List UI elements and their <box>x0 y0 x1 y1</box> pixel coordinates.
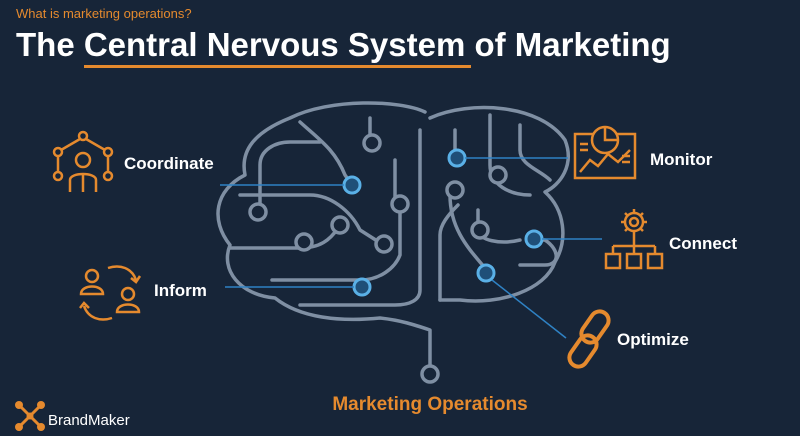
circuit-node <box>390 194 410 214</box>
highlight-node-connect <box>524 229 544 249</box>
highlight-node-coordinate <box>342 175 362 195</box>
circuit-node <box>362 133 382 153</box>
title-highlight: Central Nervous System <box>83 26 466 63</box>
function-label-connect: Connect <box>669 234 737 253</box>
gear-hierarchy-icon <box>604 209 664 270</box>
circuit-node <box>248 202 268 222</box>
circuit-node <box>374 234 394 254</box>
connector-optimize <box>491 279 567 339</box>
circuit-node <box>294 232 314 252</box>
chain-link-icon <box>567 309 611 369</box>
circuit-node <box>420 364 440 384</box>
people-exchange-icon <box>79 265 142 321</box>
title-before: The <box>16 26 84 63</box>
function-label-monitor: Monitor <box>650 150 713 169</box>
circuit-node <box>445 180 465 200</box>
brain-outline <box>216 101 570 374</box>
function-label-optimize: Optimize <box>617 330 689 349</box>
function-label-coordinate: Coordinate <box>124 154 214 173</box>
circuit-node <box>488 165 508 185</box>
highlight-node-optimize <box>476 263 496 283</box>
function-label-inform: Inform <box>154 281 207 300</box>
highlight-node-inform <box>352 277 372 297</box>
highlight-node-monitor <box>447 148 467 168</box>
analytics-dashboard-icon <box>573 125 637 180</box>
center-label: Marketing Operations <box>332 394 528 415</box>
brand-name: BrandMaker <box>48 412 130 429</box>
eyebrow-text: What is marketing operations? <box>16 6 192 21</box>
circuit-node <box>330 215 350 235</box>
title-after: of Marketing <box>465 26 671 63</box>
network-people-icon <box>52 130 114 192</box>
brandmaker-logo-icon <box>15 401 45 431</box>
circuit-node <box>470 220 490 240</box>
page-title: The Central Nervous System of Marketing <box>16 26 671 64</box>
